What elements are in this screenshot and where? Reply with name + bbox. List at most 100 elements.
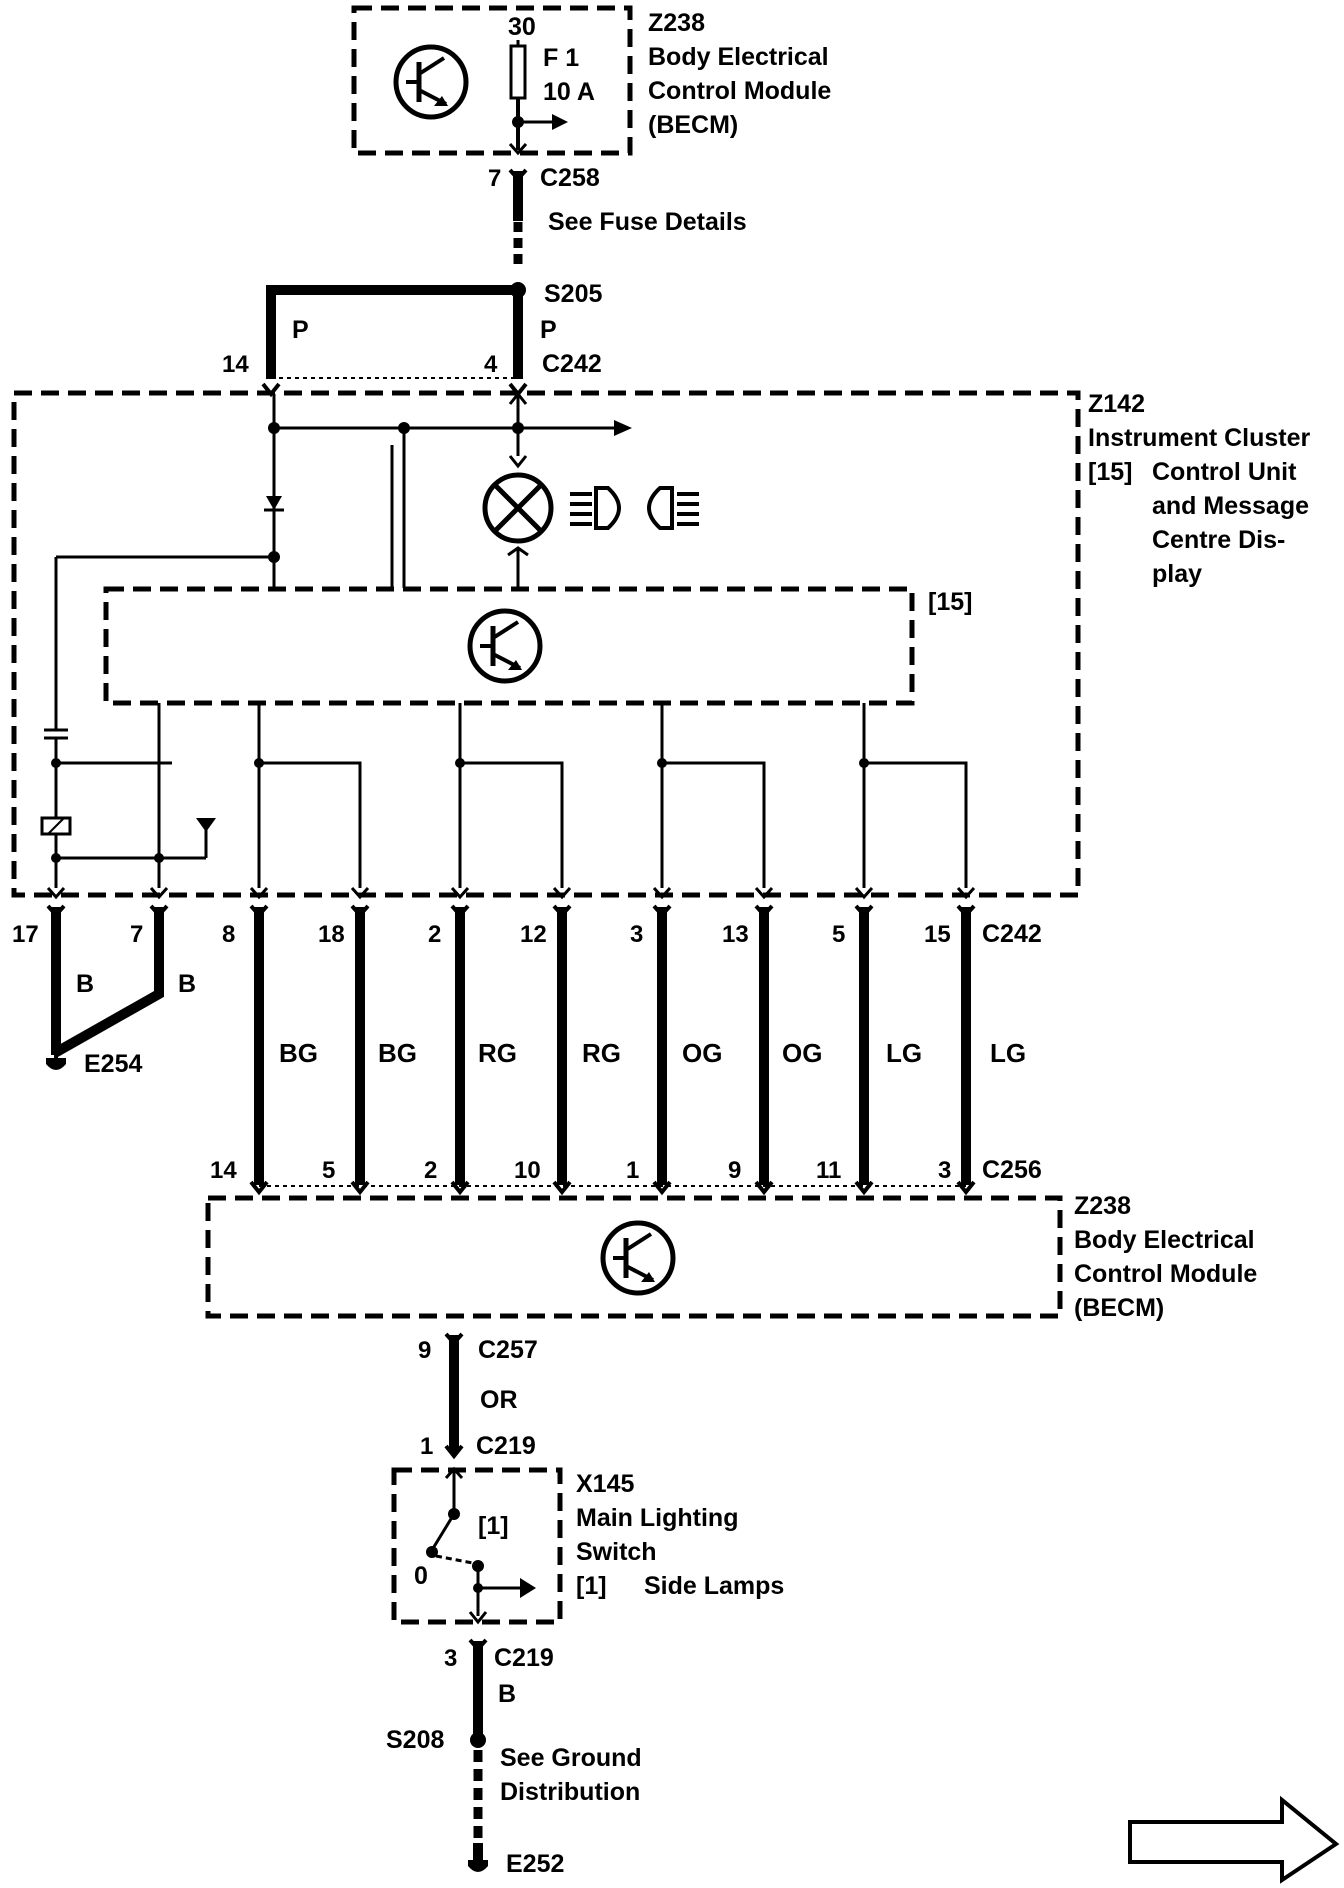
- c242-pin: 3: [630, 921, 643, 948]
- c256-pin: 14: [210, 1157, 237, 1184]
- switch-off-position: 0: [414, 1562, 428, 1590]
- c242-pin: 8: [222, 921, 235, 948]
- switch-inner-ref: [1]: [478, 1512, 509, 1540]
- e254-name: E254: [84, 1050, 142, 1078]
- becm-top-name-3: (BECM): [648, 111, 738, 139]
- switch-position-label: Side Lamps: [644, 1572, 784, 1600]
- cluster-sub-4: play: [1152, 560, 1202, 588]
- ground-icon: [468, 1860, 488, 1872]
- becm-bottom-box: [205, 1195, 1063, 1319]
- bus-wire-color: LG: [990, 1038, 1026, 1068]
- switch-name-1: Main Lighting: [576, 1504, 738, 1532]
- fuse-icon: [509, 40, 527, 100]
- lamp-x-icon: [482, 472, 554, 544]
- c219-bottom-pin: 3: [444, 1645, 457, 1672]
- s205-name: S205: [544, 280, 602, 308]
- instrument-cluster-box: [11, 390, 1081, 898]
- becm-bottom-name-3: (BECM): [1074, 1294, 1164, 1322]
- switch-box: [391, 1467, 563, 1625]
- bus-wire-color: OG: [782, 1038, 822, 1068]
- bus-wire-color: BG: [378, 1038, 417, 1068]
- ground-e254: B B E254: [46, 904, 196, 1078]
- control-unit-ref: [15]: [928, 588, 972, 616]
- c242-pin: 5: [832, 921, 845, 948]
- c242-top-pin-left: 14: [222, 351, 249, 378]
- fuse-terminal: 30: [508, 13, 536, 41]
- bus-wire-color: OG: [682, 1038, 722, 1068]
- becm-bottom: Z238 Body Electrical Control Module (BEC…: [205, 1192, 1257, 1322]
- becm-top-name-1: Body Electrical: [648, 43, 829, 71]
- ground-path: 3 C219 B S208 See Ground Distribution E2…: [386, 1638, 642, 1878]
- switch-x145: [1] 0 X145 Main Lighting Switch [1] Side…: [391, 1466, 784, 1625]
- ground-arrow-icon: [196, 818, 216, 832]
- cluster-sub-1: Control Unit: [1152, 458, 1297, 486]
- s208-name: S208: [386, 1726, 444, 1754]
- relay-coil-icon: [40, 816, 72, 836]
- c256-pin: 5: [322, 1157, 335, 1184]
- arrow-left-icon: [520, 1578, 536, 1598]
- diode-icon: [264, 496, 284, 512]
- c219-bottom-name: C219: [494, 1644, 554, 1672]
- c219-top-pin: 1: [420, 1433, 433, 1460]
- switch-position-0: [426, 1546, 438, 1558]
- c257-wire-color: OR: [480, 1386, 518, 1414]
- c258-note: See Fuse Details: [548, 208, 747, 236]
- transistor-circle-icon: [467, 608, 543, 684]
- becm-bottom-name-1: Body Electrical: [1074, 1226, 1255, 1254]
- c256-pin: 1: [626, 1157, 639, 1184]
- e254-wire-right: B: [178, 970, 196, 998]
- cluster-name: Instrument Cluster: [1088, 424, 1311, 452]
- ground-icon: [46, 1050, 66, 1070]
- becm-top-box: [351, 5, 633, 156]
- bus-wire-color: RG: [582, 1038, 621, 1068]
- c242-pin: 7: [130, 921, 143, 948]
- cluster-id: Z142: [1088, 390, 1145, 418]
- c256-pin: 3: [938, 1157, 951, 1184]
- bus-wire-color: RG: [478, 1038, 517, 1068]
- cluster-ref: [15]: [1088, 458, 1132, 486]
- connector-c242-bottom: 17 7 8 18 2 12 3 13 5 15 C242: [12, 920, 1042, 948]
- arrow-right-icon: [552, 114, 568, 130]
- transistor-circle-icon: [600, 1220, 676, 1296]
- s208-note-1: See Ground: [500, 1744, 642, 1772]
- capacitor-icon: [44, 728, 68, 740]
- c242-pin: 13: [722, 921, 749, 948]
- switch-ref: [1]: [576, 1572, 607, 1600]
- c242-pin: 12: [520, 921, 547, 948]
- connector-c258: 7 C258 See Fuse Details: [488, 164, 747, 268]
- switch-id: X145: [576, 1470, 634, 1498]
- c242-bottom-name: C242: [982, 920, 1042, 948]
- c219-bottom-wire-color: B: [498, 1680, 516, 1708]
- c256-name: C256: [982, 1156, 1042, 1184]
- switch-name-2: Switch: [576, 1538, 657, 1566]
- side-lamp-icon: [570, 486, 699, 530]
- c242-pin: 15: [924, 921, 951, 948]
- becm-top: 30 F 1 10 A Z238 Body Electrical Control…: [351, 5, 831, 156]
- c242-pin: 17: [12, 921, 39, 948]
- bus-wires: BG BG RG RG OG OG LG LG: [249, 904, 1026, 1196]
- c219-top-name: C219: [476, 1432, 536, 1460]
- bus-wire-color: BG: [279, 1038, 318, 1068]
- splice-s208-dot: [470, 1732, 486, 1748]
- arrow-right-outline-icon: [1128, 1795, 1340, 1884]
- c258-pin: 7: [488, 165, 501, 192]
- becm-top-name-2: Control Module: [648, 77, 831, 105]
- becm-bottom-name-2: Control Module: [1074, 1260, 1257, 1288]
- c242-top-name: C242: [542, 350, 602, 378]
- connector-c256: 14 5 2 10 1 9 11 3 C256: [210, 1156, 1042, 1184]
- c242-top-pin-right: 4: [484, 351, 498, 378]
- connector-c257: 9 C257 OR 1 C219: [418, 1332, 538, 1460]
- c242-pin: 18: [318, 921, 345, 948]
- c257-name: C257: [478, 1336, 538, 1364]
- s208-note-2: Distribution: [500, 1778, 640, 1806]
- cluster-sub-3: Centre Dis-: [1152, 526, 1285, 554]
- c257-pin: 9: [418, 1337, 431, 1364]
- e252-name: E252: [506, 1850, 564, 1878]
- connector-c242-top: 14 4 C242: [222, 350, 602, 398]
- bus-wire-color: LG: [886, 1038, 922, 1068]
- transistor-circle-icon: [393, 44, 469, 120]
- fuse-rating: 10 A: [543, 78, 595, 106]
- fuse-name: F 1: [543, 44, 579, 72]
- c258-name: C258: [540, 164, 600, 192]
